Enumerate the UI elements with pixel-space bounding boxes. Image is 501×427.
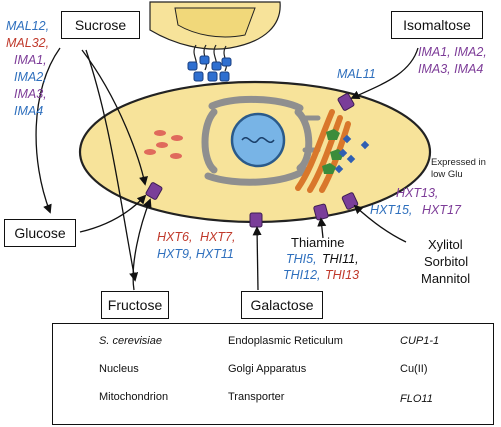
neighbor-cell — [149, 1, 281, 50]
gene-thi13: THI13 — [325, 268, 360, 282]
gene-hxt15: HXT15, — [370, 203, 413, 217]
flux-arrows — [35, 47, 419, 291]
gene-mal12: MAL12, — [6, 19, 50, 33]
low-glu-note-line2: low Glu — [431, 169, 463, 180]
low-glu-note-line1: Expressed in — [431, 157, 486, 168]
legend-mitochondrion: Mitochondrion — [99, 391, 169, 403]
gene-hxt17: HXT17 — [422, 203, 461, 217]
gene-ima4: IMA4 — [14, 104, 44, 118]
mitochondria — [144, 130, 183, 159]
gene-mal32: MAL32, — [6, 36, 50, 50]
glucose-box: Glucose — [4, 219, 76, 247]
legend-nucleus: Nucleus — [99, 363, 139, 375]
legend-golgi: Golgi Apparatus — [228, 363, 307, 375]
gene-thi11: THI11, — [322, 252, 359, 266]
legend-transporter: Transporter — [228, 391, 285, 403]
gene-hxt6: HXT6, — [157, 230, 193, 244]
gene-thi5: THI5, — [286, 252, 317, 266]
flo11-adhesins — [187, 44, 232, 82]
sucrose-gene-list: MAL12, MAL32, IMA1, IMA2, IMA3, IMA4 — [6, 18, 49, 120]
thiamine-label: Thiamine — [291, 235, 345, 250]
legend-copper: Cu(II) — [400, 363, 428, 375]
gene-hxt7: HXT7, — [200, 230, 236, 244]
gene-mal11: MAL11 — [337, 67, 376, 81]
gene-hxt9-hxt11: HXT9, HXT11 — [157, 247, 234, 261]
sucrose-box: Sucrose — [61, 11, 140, 39]
polyol-sorbitol: Sorbitol — [424, 254, 469, 269]
legend — [52, 323, 494, 425]
polyol-xylitol: Xylitol — [428, 237, 463, 252]
cup1-copper-cluster — [322, 129, 370, 174]
polyol-mannitol: Mannitol — [421, 271, 471, 286]
endoplasmic-reticulum — [201, 96, 321, 186]
galactose-box: Galactose — [241, 291, 323, 319]
fructose-box: Fructose — [101, 291, 169, 319]
gene-ima1: IMA1, — [14, 53, 47, 67]
legend-flo11: FLO11 — [400, 393, 433, 405]
isomaltose-genes-line1: IMA1, IMA2, — [418, 45, 487, 59]
legend-s-cerevisiae: S. cerevisiae — [99, 335, 162, 347]
gene-ima2: IMA2, — [14, 70, 47, 84]
isomaltose-genes-line2: IMA3, IMA4 — [418, 62, 484, 76]
gene-ima3: IMA3, — [14, 87, 47, 101]
legend-cup1: CUP1-1 — [400, 335, 440, 347]
legend-er: Endoplasmic Reticulum — [228, 335, 343, 347]
gene-thi12: THI12, — [283, 268, 321, 282]
nucleus — [230, 112, 286, 168]
gene-hxt13: HXT13, — [396, 186, 439, 200]
isomaltose-box: Isomaltose — [391, 11, 483, 39]
